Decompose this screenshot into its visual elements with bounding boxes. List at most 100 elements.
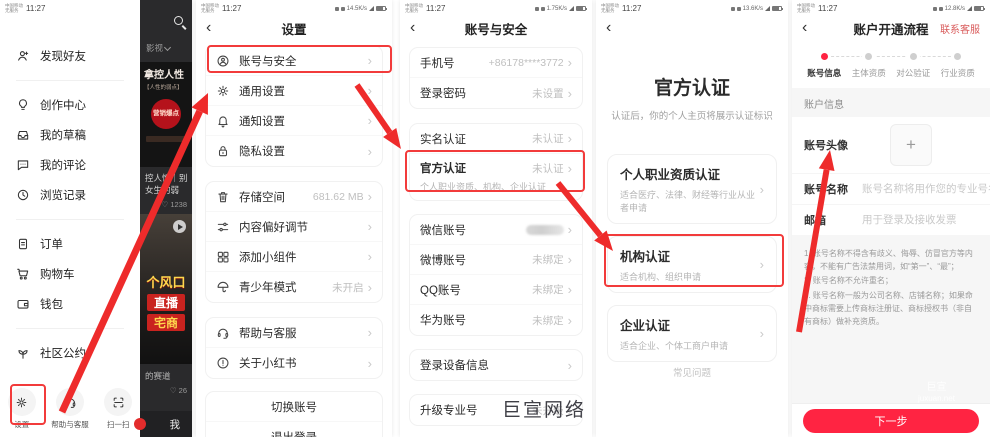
battery-icon (772, 6, 783, 11)
page-subtitle: 认证后，你的个人主页将展示认证标识 (611, 111, 773, 122)
back-icon[interactable]: ‹ (802, 19, 808, 36)
gear-icon (216, 84, 230, 98)
account-name-input[interactable] (862, 183, 990, 195)
bluetooth-icon (540, 6, 545, 11)
like-count[interactable]: 26 (170, 386, 187, 395)
row-huawei-account[interactable]: 华为账号未绑定 (410, 305, 582, 335)
sliders-icon (216, 220, 230, 234)
menu-item-find-friends[interactable]: 发现好友 (16, 41, 140, 71)
menu-item-history[interactable]: 浏览记录 (16, 180, 140, 210)
card-organization-verification[interactable]: 机构认证适合机构、组织申请 (607, 236, 777, 293)
drawer-bottom-bar: 设置 帮助与客服 扫一扫 (0, 388, 140, 430)
row-about[interactable]: 关于小红书 (206, 348, 382, 378)
settings-group: 升级专业号未升级 (409, 394, 583, 426)
chevron-right-icon (568, 282, 572, 297)
headset-icon (64, 396, 77, 409)
row-add-widget[interactable]: 添加小组件 (206, 242, 382, 272)
logout-button[interactable]: 退出登录 (206, 422, 382, 437)
settings-button[interactable]: 设置 (7, 388, 36, 430)
page-header: ‹ (596, 15, 788, 41)
menu-item-comments[interactable]: 我的评论 (16, 150, 140, 180)
row-upgrade-pro-account[interactable]: 升级专业号未升级 (410, 395, 582, 425)
row-help-support[interactable]: 帮助与客服 (206, 318, 382, 348)
watermark-faint: 巨宣 juxuan.net (918, 382, 955, 403)
row-teen-mode[interactable]: 青少年模式未开启 (206, 272, 382, 302)
row-login-devices[interactable]: 登录设备信息 (410, 350, 582, 380)
avatar-upload-button[interactable]: + (890, 124, 932, 166)
like-count[interactable]: 1238 (162, 200, 187, 209)
back-icon[interactable]: ‹ (606, 19, 612, 36)
menu-item-cart[interactable]: 购物车 (16, 259, 140, 289)
menu-item-drafts[interactable]: 我的草稿 (16, 120, 140, 150)
search-icon[interactable] (174, 16, 183, 25)
back-icon[interactable]: ‹ (410, 19, 416, 36)
tab-me[interactable]: 我 (169, 418, 181, 431)
switch-account-button[interactable]: 切换账号 (206, 392, 382, 422)
chevron-right-icon (368, 144, 372, 159)
row-phone-number[interactable]: 手机号+86178****3772 (410, 48, 582, 78)
menu-item-orders[interactable]: 订单 (16, 229, 140, 259)
chevron-right-icon (368, 189, 372, 204)
chat-icon (16, 158, 30, 172)
help-support-button[interactable]: 帮助与客服 (51, 388, 89, 430)
watermark: 巨宣网络 (502, 400, 587, 421)
step-corporate-verification: 对公验证 (891, 51, 936, 79)
step-entity-qualification: 主体资质 (847, 51, 892, 79)
row-realname-verification[interactable]: 实名认证未认证 (410, 124, 582, 154)
card-personal-qualification[interactable]: 个人职业资质认证适合医疗、法律、财经等行业从业者申请 (607, 154, 777, 224)
screen-account-opening: 中国移动无服务 11:27 12.8K/s ‹ 账户开通流程 联系客服 账号信息… (792, 0, 990, 437)
row-wechat-account[interactable]: 微信账号 (410, 215, 582, 245)
divider (16, 80, 124, 81)
drawer-menu: 发现好友 创作中心 我的草稿 我的评论 浏览记录 订单 购物车 钱包 社区公约 … (0, 15, 140, 437)
widget-icon (216, 250, 230, 264)
menu-item-community-rules[interactable]: 社区公约 (16, 338, 140, 368)
decorative-strip (146, 136, 186, 142)
row-notification-settings[interactable]: 通知设置 (206, 106, 382, 136)
bluetooth-icon (938, 6, 943, 11)
page-title: 官方认证 (653, 78, 730, 99)
row-login-password[interactable]: 登录密码未设置 (410, 78, 582, 108)
divider (16, 219, 124, 220)
bell-icon (216, 114, 230, 128)
card-enterprise-verification[interactable]: 企业认证适合企业、个体工商户申请 (607, 305, 777, 362)
menu-item-wallet[interactable]: 钱包 (16, 289, 140, 319)
row-subtitle: 个人职业资质、机构、企业认证 (420, 182, 547, 192)
row-privacy-settings[interactable]: 隐私设置 (206, 136, 382, 166)
screen-account-security: 中国移动无服务 11:27 1.75K/s ‹ 账号与安全 手机号+86178*… (400, 0, 592, 437)
row-account-security[interactable]: 账号与安全 (206, 46, 382, 76)
menu-item-creator-center[interactable]: 创作中心 (16, 90, 140, 120)
chevron-right-icon (568, 313, 572, 328)
signal-icon (765, 6, 770, 11)
lock-icon (216, 144, 230, 158)
umbrella-icon (216, 280, 230, 294)
signal-icon (369, 6, 374, 11)
bulb-icon (16, 98, 30, 112)
status-bar: 中国移动无服务 11:27 1.75K/s (400, 0, 592, 15)
battery-icon (576, 6, 587, 11)
feed-video-card[interactable]: 个风口 直播 宅商 (140, 214, 192, 364)
feed-caption: 的赛道 (145, 371, 171, 381)
settings-group: 登录设备信息 (409, 349, 583, 381)
faq-link[interactable]: 常见问题 (672, 368, 711, 379)
row-content-preference[interactable]: 内容偏好调节 (206, 212, 382, 242)
back-icon[interactable]: ‹ (206, 19, 212, 36)
next-step-button[interactable]: 下一步 (803, 408, 979, 433)
row-qq-account[interactable]: QQ账号未绑定 (410, 275, 582, 305)
divider (16, 328, 124, 329)
feed-filter[interactable]: 影视 (146, 42, 172, 54)
row-general-settings[interactable]: 通用设置 (206, 76, 382, 106)
status-time: 11:27 (26, 4, 46, 13)
step-dot (820, 53, 828, 60)
row-weibo-account[interactable]: 微博账号未绑定 (410, 245, 582, 275)
scan-button[interactable]: 扫一扫 (104, 388, 133, 430)
email-field-row: 邮箱 (792, 205, 990, 235)
mute-icon (730, 6, 735, 11)
feed-card[interactable]: 拿控人性 【人性的弱点】 营销爆点 (140, 62, 192, 167)
email-input[interactable] (862, 214, 990, 226)
document-icon (16, 237, 30, 251)
contact-support-link[interactable]: 联系客服 (940, 24, 980, 36)
